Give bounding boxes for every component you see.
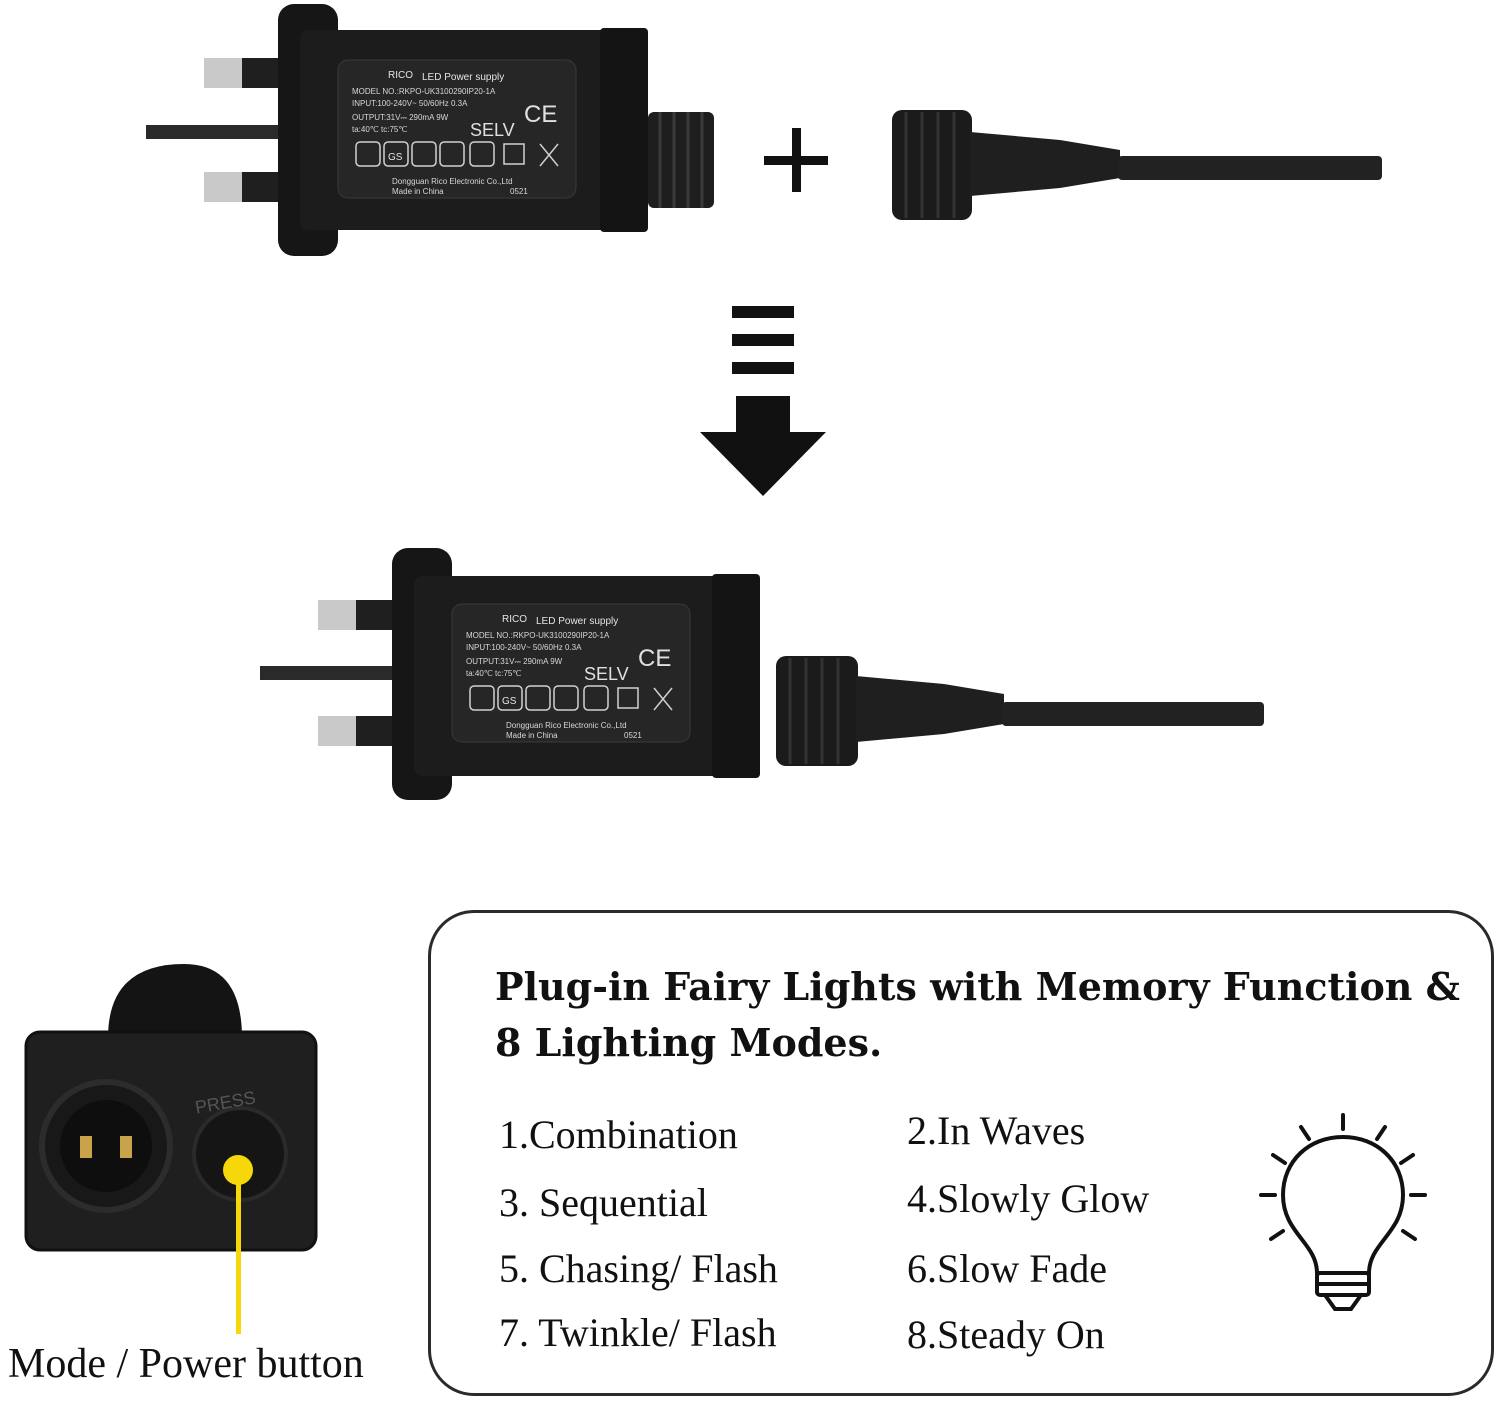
equals-arrow-icon	[700, 306, 826, 496]
adapter-origin: Made in China	[392, 187, 444, 196]
svg-text:Made in China: Made in China	[506, 731, 558, 740]
mode-item-3: 3. Sequential	[499, 1180, 708, 1225]
cable	[1118, 156, 1382, 180]
mode-item-7: 7. Twinkle/ Flash	[499, 1310, 777, 1355]
svg-text:Dongguan Rico Electronic Co.,L: Dongguan Rico Electronic Co.,Ltd	[506, 721, 627, 730]
lighting-modes-panel: Plug-in Fairy Lights with Memory Functio…	[428, 910, 1494, 1396]
mode-item-5: 5. Chasing/ Flash	[499, 1246, 778, 1291]
mode-item-6: 6.Slow Fade	[907, 1246, 1107, 1291]
certification-icons: GS	[355, 141, 559, 167]
svg-text:GS: GS	[502, 696, 517, 707]
svg-text:0521: 0521	[624, 731, 642, 740]
adapter-model: MODEL NO.:RKPO-UK3100290IP20-1A	[352, 87, 496, 96]
mode-item-4: 4.Slowly Glow	[907, 1176, 1150, 1221]
live-pin-base	[242, 58, 282, 88]
svg-text:LED Power supply: LED Power supply	[536, 616, 618, 627]
svg-text:OUTPUT:31V⎓ 290mA 9W: OUTPUT:31V⎓ 290mA 9W	[466, 657, 563, 666]
adapter-maker: Dongguan Rico Electronic Co.,Ltd	[392, 177, 513, 186]
mode-power-caption: Mode / Power button	[8, 1341, 364, 1387]
power-adapter-top: RICO LED Power supply MODEL NO.:RKPO-UK3…	[146, 4, 1382, 256]
svg-text:GS: GS	[388, 152, 403, 163]
socket-pin-right	[120, 1136, 132, 1158]
adapter-selv: SELV	[470, 120, 515, 140]
panel-title: Plug-in Fairy Lights with Memory Functio…	[495, 964, 1460, 1065]
svg-text:INPUT:100-240V~ 50/60Hz 0.3A: INPUT:100-240V~ 50/60Hz 0.3A	[466, 643, 582, 652]
svg-text:SELV: SELV	[584, 664, 629, 684]
threaded-socket	[648, 112, 714, 208]
plus-icon	[764, 128, 828, 192]
socket-pin-left	[80, 1136, 92, 1158]
svg-text:MODEL NO.:RKPO-UK3100290IP20-1: MODEL NO.:RKPO-UK3100290IP20-1A	[466, 631, 610, 640]
adapter-output: OUTPUT:31V⎓ 290mA 9W	[352, 113, 449, 122]
power-adapter-assembled: RICO LED Power supply MODEL NO.:RKPO-UK3…	[260, 548, 1264, 800]
mode-button-dot-icon	[223, 1155, 253, 1185]
plug-face-closeup: PRESS	[24, 964, 318, 1334]
svg-text:CE: CE	[638, 645, 671, 672]
svg-text:ta:40℃ tc:75℃: ta:40℃ tc:75℃	[466, 669, 521, 678]
earth-pin	[146, 125, 286, 139]
adapter-date-code: 0521	[510, 187, 528, 196]
adapter-ce: CE	[524, 101, 557, 128]
adapter-input: INPUT:100-240V~ 50/60Hz 0.3A	[352, 99, 468, 108]
adapter-temps: ta:40℃ tc:75℃	[352, 125, 407, 134]
cable-strain-relief	[970, 132, 1120, 196]
cable-coupling-nut	[892, 110, 972, 220]
adapter-brand: RICO	[388, 70, 413, 81]
button-pointer-line	[236, 1184, 241, 1334]
mode-item-8: 8.Steady On	[907, 1312, 1105, 1357]
light-bulb-icon	[1259, 1113, 1427, 1311]
mode-item-2: 2.In Waves	[907, 1108, 1086, 1153]
mode-item-1: 1.Combination	[499, 1112, 738, 1157]
svg-text:RICO: RICO	[502, 614, 527, 625]
neutral-pin-base	[242, 172, 282, 202]
adapter-title: LED Power supply	[422, 72, 504, 83]
